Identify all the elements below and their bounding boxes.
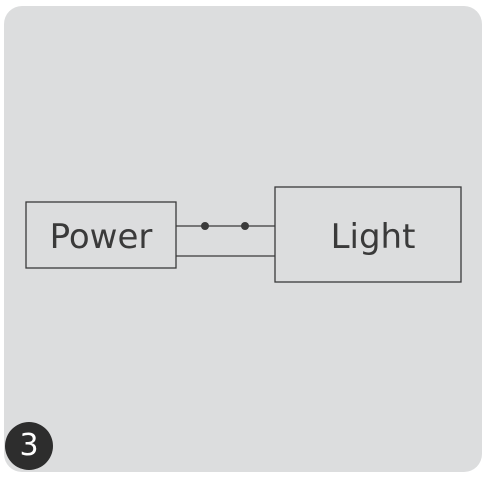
step-number-badge: 3 (5, 422, 53, 470)
switch-contact-dot (201, 222, 209, 230)
light-label: Light (331, 217, 416, 257)
light-box (274, 186, 462, 283)
power-box (25, 201, 177, 269)
switch-contact-dot (241, 222, 249, 230)
power-label: Power (50, 217, 153, 257)
diagram-panel (4, 6, 482, 472)
